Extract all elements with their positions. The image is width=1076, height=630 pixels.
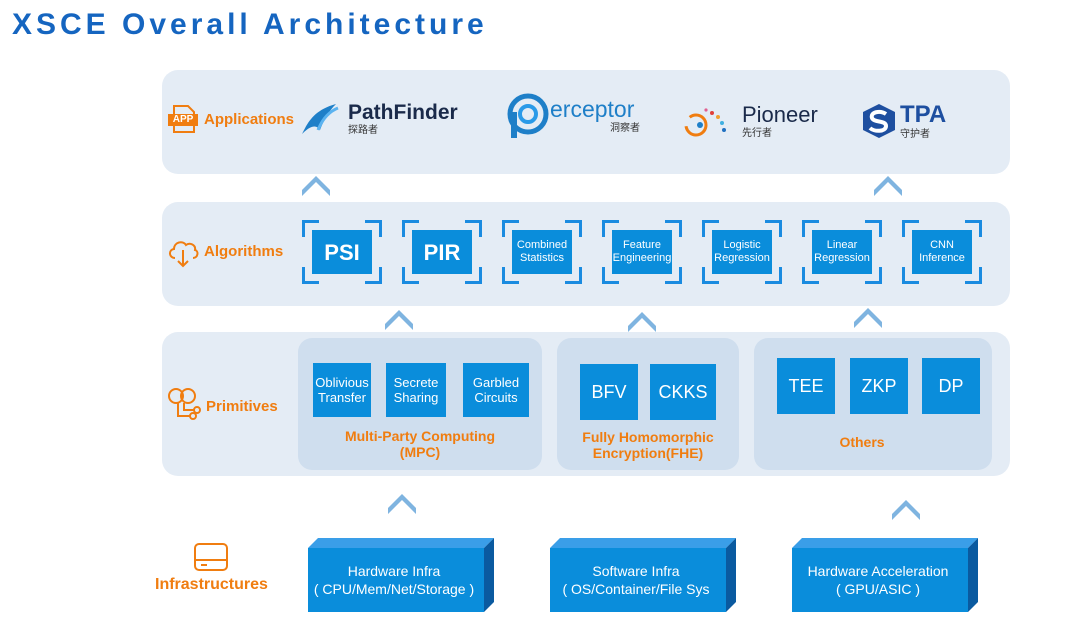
others-label: Others [839,434,885,450]
primitives-label: Primitives [166,386,278,426]
infrastructures-label: Infrastructures [155,542,268,594]
applications-label: APP Applications [168,104,294,134]
page-title: XSCE Overall Architecture [12,8,488,41]
primitive-dp: DP [922,358,980,414]
primitive-bfv: BFV [580,364,638,420]
app-icon: APP [168,104,200,134]
pathfinder-icon [302,104,339,134]
infra-hardware: Hardware Infra( CPU/Mem/Net/Storage ) [308,538,494,612]
up-arrow-icon [302,176,330,196]
algorithms-band [162,202,1010,306]
mpc-label: Multi-Party Computing(MPC) [344,428,496,460]
primitives-icon [168,388,201,420]
algorithm-cnn-inference: CNN Inference [902,220,982,284]
algorithm-pir: PIR [402,220,482,284]
primitive-ckks: CKKS [650,364,716,420]
algorithm-combined-statistics: Combined Statistics [502,220,582,284]
up-arrow-icon [388,494,416,514]
up-arrow-icon [628,312,656,332]
cloud-download-icon [169,241,199,268]
stpa-logo: TPA 守护者 [860,102,946,140]
up-arrow-icon [874,176,902,196]
infra-software: Software Infra( OS/Container/File Sys [550,538,736,612]
perceptor-logo: erceptor 洞察者 [506,92,640,140]
server-icon [194,543,229,571]
primitive-tee: TEE [777,358,835,414]
up-arrow-icon [385,310,413,330]
algorithm-feature-engineering: Feature Engineering [602,220,682,284]
stpa-icon [863,104,895,138]
infra-hardware-acceleration: Hardware Acceleration( GPU/ASIC ) [792,538,978,612]
primitive-zkp: ZKP [850,358,908,414]
up-arrow-icon [892,500,920,520]
pathfinder-logo: PathFinder 探路者 [298,100,458,138]
algorithm-logistic-regression: Logistic Regression [702,220,782,284]
up-arrow-icon [854,308,882,328]
pioneer-icon [684,107,726,136]
algorithm-linear-regression: Linear Regression [802,220,882,284]
algorithms-label: Algorithms [166,234,283,268]
pioneer-logo: Pioneer 先行者 [682,104,818,139]
algorithm-psi: PSI [302,220,382,284]
perceptor-icon [507,93,549,138]
